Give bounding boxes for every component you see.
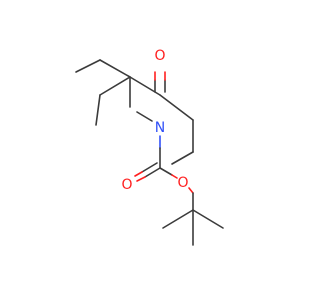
ketone-oxygen-label: O (154, 48, 165, 64)
ketone-group (154, 71, 166, 93)
bond-co-double-a-o (136, 176, 146, 182)
molecule-structure: O N O O (75, 48, 224, 246)
bond-tbu-me2 (162, 209, 194, 229)
bond-c-ester-o (159, 167, 173, 176)
bond-ethyl1-b (75, 59, 101, 73)
bond-ethyl1-a (99, 59, 131, 78)
bond-n-c2 (136, 111, 153, 122)
bond-ethyl2-b (95, 94, 101, 126)
carbonyl-oxygen-label: O (121, 177, 132, 193)
ester-oxygen-label: O (177, 175, 188, 191)
bond-co-double-b-o (134, 171, 143, 177)
tert-butyl-group (162, 209, 224, 246)
bond-c4-c5 (159, 94, 194, 121)
atom-labels: O N O O (121, 48, 188, 193)
ethyl-groups (75, 59, 131, 126)
bond-ethyl2-a (99, 76, 131, 96)
bond-co-double-a (144, 167, 161, 178)
bond-co-double-b (141, 162, 158, 173)
bond-c6-n (171, 151, 194, 165)
ring-nitrogen-label: N (155, 120, 165, 136)
bond-ester-o-tbu (188, 187, 194, 194)
bond-tbu-me3 (192, 209, 224, 229)
carbamate-group (134, 135, 194, 211)
bond-c-ester-o-red (171, 174, 178, 179)
